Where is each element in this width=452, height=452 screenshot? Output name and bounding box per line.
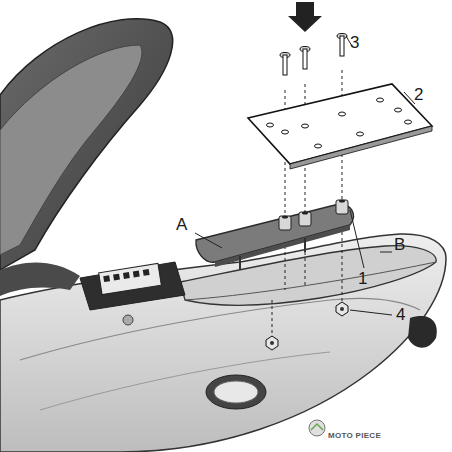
nut-hole xyxy=(340,307,344,311)
seat-inner xyxy=(0,45,142,255)
plate-pin xyxy=(304,238,306,252)
reflector xyxy=(408,316,437,348)
seat xyxy=(0,19,173,270)
screws xyxy=(280,34,347,76)
callout-number: 4 xyxy=(396,306,405,323)
battery-compartment xyxy=(80,262,185,310)
plate-holes xyxy=(267,98,412,148)
spacers xyxy=(279,200,348,230)
body-side-groove xyxy=(40,352,330,410)
battery-cells xyxy=(103,269,149,282)
part-letter: A xyxy=(176,216,187,233)
nuts xyxy=(266,302,348,350)
plate-pin xyxy=(239,256,241,270)
callout-number: 1 xyxy=(358,270,367,287)
scooter-body xyxy=(0,234,446,452)
adapter-plate-edge xyxy=(215,225,350,267)
part-letter: B xyxy=(394,236,405,253)
callout-number: 2 xyxy=(414,86,423,103)
mounting-plate-edge xyxy=(290,126,432,169)
tail-light-lens xyxy=(214,381,258,403)
spacer-holes xyxy=(282,200,345,219)
body-panel-line xyxy=(20,298,420,360)
tail-light xyxy=(206,375,266,409)
leader-lines xyxy=(195,36,415,315)
seat-base xyxy=(0,263,80,297)
nut-hole xyxy=(270,341,274,345)
direction-arrow xyxy=(288,2,322,32)
carrier-edge xyxy=(185,262,436,300)
battery xyxy=(99,263,162,294)
watermark-logo xyxy=(309,420,325,436)
body-bolt xyxy=(123,315,133,325)
watermark: MOTO PIECE xyxy=(328,432,381,440)
callout-number: 3 xyxy=(350,34,359,51)
